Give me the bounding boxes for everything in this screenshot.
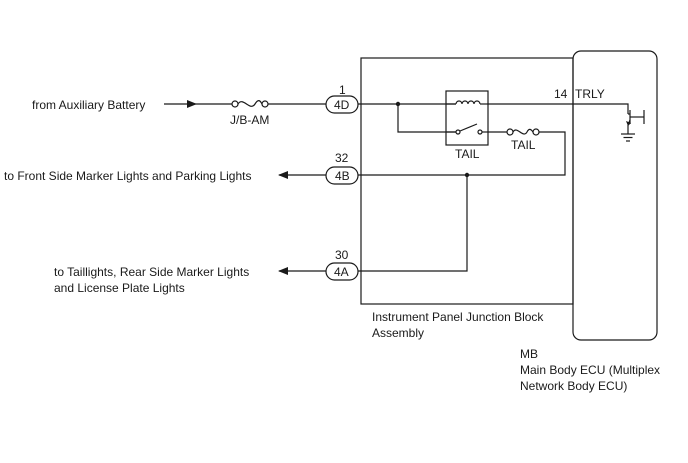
- junction-block-label-line2: Assembly: [372, 326, 424, 340]
- ecu-code-label: MB: [520, 347, 538, 361]
- trly-label: TRLY: [575, 87, 605, 101]
- wire-fuse-to-4b: [358, 131, 566, 176]
- connector-4a-label: 4A: [334, 265, 349, 279]
- connector-4a-pin: 30: [335, 248, 349, 262]
- tail-relay: [445, 90, 489, 146]
- ecu-box: [572, 50, 658, 341]
- fuse-tail-label: TAIL: [511, 138, 536, 152]
- wire-to-switch: [397, 104, 456, 133]
- connector-4b-pin: 32: [335, 151, 349, 165]
- connector-4d-label: 4D: [334, 98, 350, 112]
- ecu-label-line2: Network Body ECU): [520, 379, 627, 393]
- aux-battery-label: from Auxiliary Battery: [32, 98, 145, 112]
- taillights-label-line2: and License Plate Lights: [54, 281, 185, 295]
- taillights-label-line1: to Taillights, Rear Side Marker Lights: [54, 265, 249, 279]
- wire-to-4a: [358, 175, 468, 272]
- ground-icon: [621, 133, 635, 142]
- fuse-jb-am-label: J/B-AM: [230, 113, 269, 127]
- relay-coil-icon: [446, 100, 488, 105]
- relay-switch-icon: [446, 123, 488, 135]
- ecu-label-line1: Main Body ECU (Multiplex: [520, 363, 660, 377]
- junction-block-label-line1: Instrument Panel Junction Block: [372, 310, 544, 324]
- tail-relay-label: TAIL: [455, 147, 480, 161]
- trly-pin: 14: [554, 87, 568, 101]
- front-markers-label: to Front Side Marker Lights and Parking …: [4, 169, 251, 183]
- connector-4b-label: 4B: [335, 169, 350, 183]
- connector-4d-pin: 1: [339, 83, 346, 97]
- fuse-tail-icon: [506, 128, 540, 136]
- fuse-jb-am-icon: [231, 100, 269, 108]
- ecu-transistor-icon: [610, 103, 645, 134]
